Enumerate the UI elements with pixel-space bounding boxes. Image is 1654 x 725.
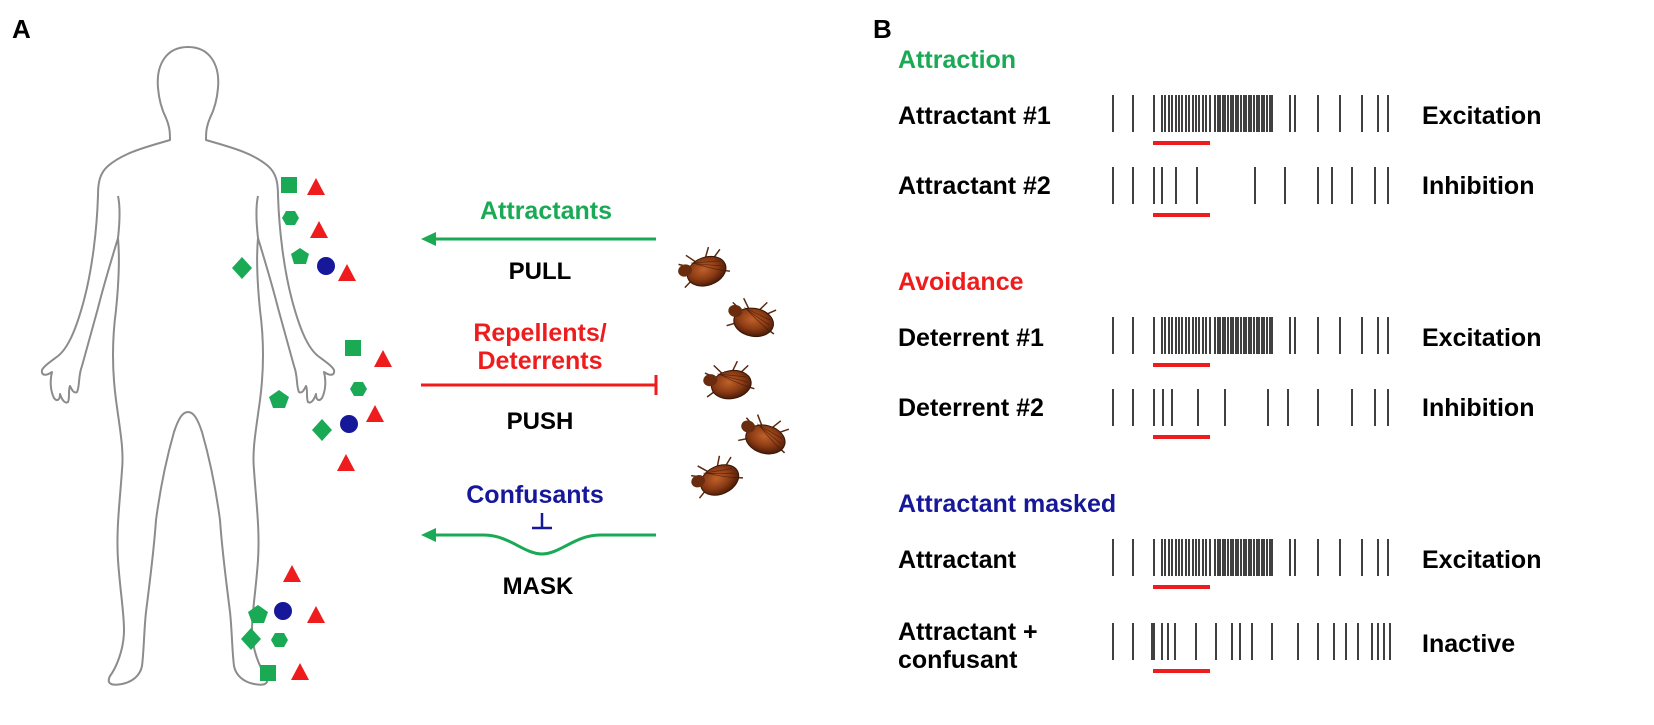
triangle-symbol	[283, 565, 301, 582]
spike-train	[1112, 317, 1389, 367]
odor-cluster-lower	[241, 565, 325, 681]
bed-bug-icon	[678, 246, 731, 289]
section-heading-attractant-masked: Attractant masked	[898, 490, 1116, 518]
spike-train	[1112, 539, 1389, 589]
hexagon-symbol	[271, 633, 288, 647]
triangle-symbol	[307, 606, 325, 623]
pentagon-symbol	[248, 605, 268, 623]
triangle-symbol	[307, 178, 325, 195]
triangle-symbol	[291, 663, 309, 680]
spike-train	[1112, 95, 1389, 145]
mask-arrowhead	[421, 528, 436, 542]
response-label-excitation: Excitation	[1422, 102, 1541, 130]
bed-bug-icon	[703, 360, 755, 400]
bed-bug-icon	[691, 455, 743, 499]
response-label-excitation: Excitation	[1422, 324, 1541, 352]
attractants-label: Attractants	[480, 197, 612, 225]
response-label-inhibition: Inhibition	[1422, 172, 1534, 200]
row-label-attractant-confusant-line2: confusant	[898, 646, 1018, 674]
triangle-symbol	[374, 350, 392, 367]
row-label-attractant-confusant: Attractant +	[898, 618, 1038, 646]
hexagon-symbol	[350, 382, 367, 396]
spike-train	[1112, 389, 1389, 439]
square-symbol	[345, 340, 361, 356]
triangle-symbol	[310, 221, 328, 238]
odor-cluster-upper	[232, 177, 356, 281]
row-label-attractant: Attractant	[898, 546, 1017, 574]
response-label-inactive: Inactive	[1422, 630, 1515, 658]
panel-b-label: B	[873, 14, 892, 44]
deterrents-label: Deterrents	[477, 347, 602, 375]
row-label-attractant-1: Attractant #1	[898, 102, 1051, 130]
spike-train	[1112, 623, 1391, 673]
mask-label: MASK	[503, 573, 574, 600]
push-label: PUSH	[507, 408, 574, 435]
pull-label: PULL	[509, 258, 572, 285]
triangle-symbol	[366, 405, 384, 422]
square-symbol	[281, 177, 297, 193]
repellents-label: Repellents/	[473, 319, 606, 347]
pull-arrowhead	[421, 232, 436, 246]
bed-bugs-group	[678, 246, 790, 499]
circle-symbol	[274, 602, 292, 620]
triangle-symbol	[338, 264, 356, 281]
response-label-excitation: Excitation	[1422, 546, 1541, 574]
diamond-symbol	[232, 257, 252, 279]
row-label-deterrent-1: Deterrent #1	[898, 324, 1044, 352]
response-label-inhibition: Inhibition	[1422, 394, 1534, 422]
silhouette-right-armpit	[255, 195, 259, 239]
circle-symbol	[340, 415, 358, 433]
spike-trains-group	[1112, 95, 1391, 673]
diamond-symbol	[241, 628, 261, 650]
section-heading-attraction: Attraction	[898, 46, 1016, 74]
bed-bug-icon	[738, 414, 790, 455]
circle-symbol	[317, 257, 335, 275]
diamond-symbol	[312, 419, 332, 441]
confusants-label: Confusants	[466, 481, 604, 509]
pentagon-symbol	[291, 248, 309, 264]
spike-train	[1112, 167, 1389, 217]
row-label-attractant-2: Attractant #2	[898, 172, 1051, 200]
pentagon-symbol	[269, 390, 289, 408]
square-symbol	[260, 665, 276, 681]
row-label-deterrent-2: Deterrent #2	[898, 394, 1044, 422]
odor-cluster-middle	[269, 340, 392, 471]
triangle-symbol	[337, 454, 355, 471]
human-silhouette	[40, 46, 336, 686]
section-heading-avoidance: Avoidance	[898, 268, 1024, 296]
mask-arrow-curve	[430, 533, 656, 556]
hexagon-symbol	[282, 211, 299, 225]
panel-a-label: A	[12, 14, 31, 44]
silhouette-left-armpit	[117, 195, 121, 239]
bed-bug-icon	[726, 297, 777, 338]
